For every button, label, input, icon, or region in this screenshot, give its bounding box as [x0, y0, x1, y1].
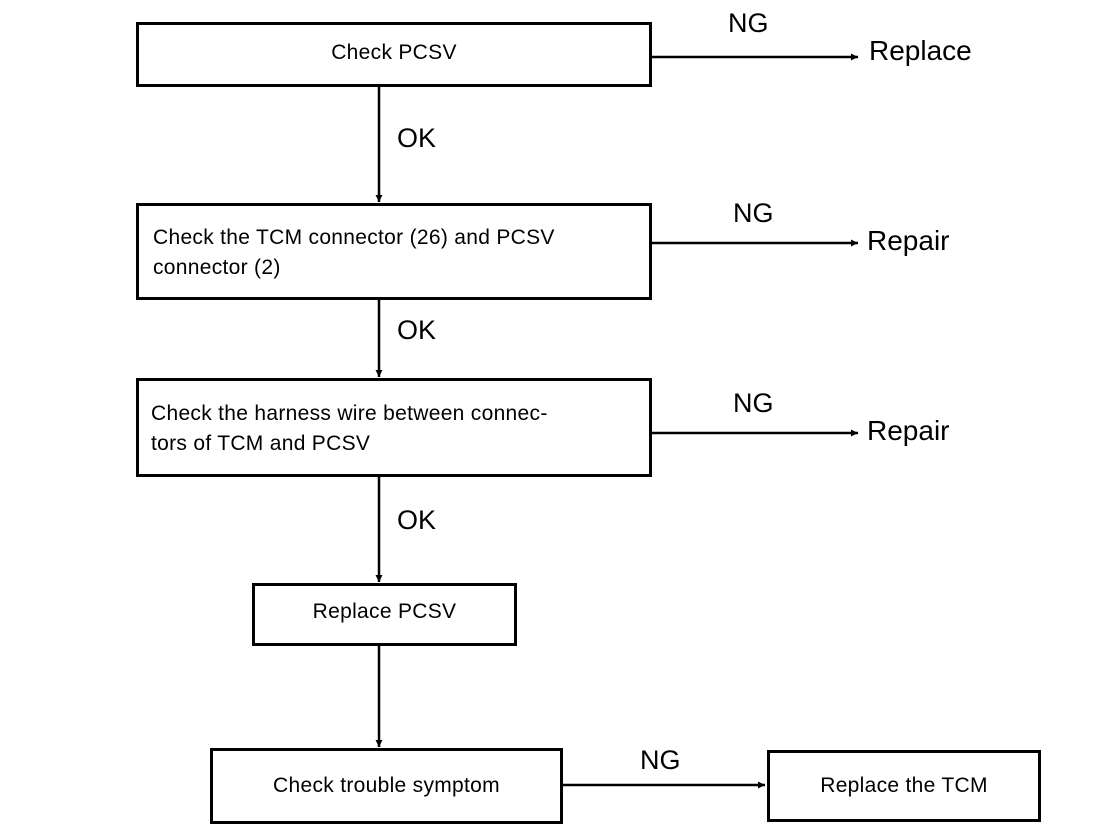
outcome-repair-1: Repair [867, 225, 950, 256]
outcome-replace: Replace [869, 35, 972, 66]
step-check-pcsv: Check PCSV [136, 22, 652, 87]
ok-label-2: OK [397, 315, 437, 345]
step-check-harness: Check the harness wire between connec- t… [136, 378, 652, 477]
step-check-connectors-line1: Check the TCM connector (26) and PCSV [153, 226, 555, 249]
ok-label-1: OK [397, 123, 437, 153]
step-check-symptom: Check trouble symptom [210, 748, 563, 824]
ok-label-3: OK [397, 505, 437, 535]
ng-label-4: NG [640, 745, 681, 775]
ng-label-1: NG [728, 8, 769, 38]
step-check-pcsv-text: Check PCSV [331, 41, 457, 64]
step-replace-pcsv: Replace PCSV [252, 583, 517, 646]
step-replace-tcm-text: Replace the TCM [820, 774, 988, 797]
ng-label-2: NG [733, 198, 774, 228]
ng-label-3: NG [733, 388, 774, 418]
step-check-harness-line1: Check the harness wire between connec- [151, 402, 548, 425]
step-check-harness-line2: tors of TCM and PCSV [151, 432, 371, 455]
outcome-repair-2: Repair [867, 415, 950, 446]
step-replace-tcm: Replace the TCM [767, 750, 1041, 822]
step-check-connectors: Check the TCM connector (26) and PCSV co… [136, 203, 652, 300]
step-check-connectors-line2: connector (2) [153, 256, 281, 279]
step-check-symptom-text: Check trouble symptom [273, 774, 500, 797]
step-replace-pcsv-text: Replace PCSV [312, 600, 457, 623]
